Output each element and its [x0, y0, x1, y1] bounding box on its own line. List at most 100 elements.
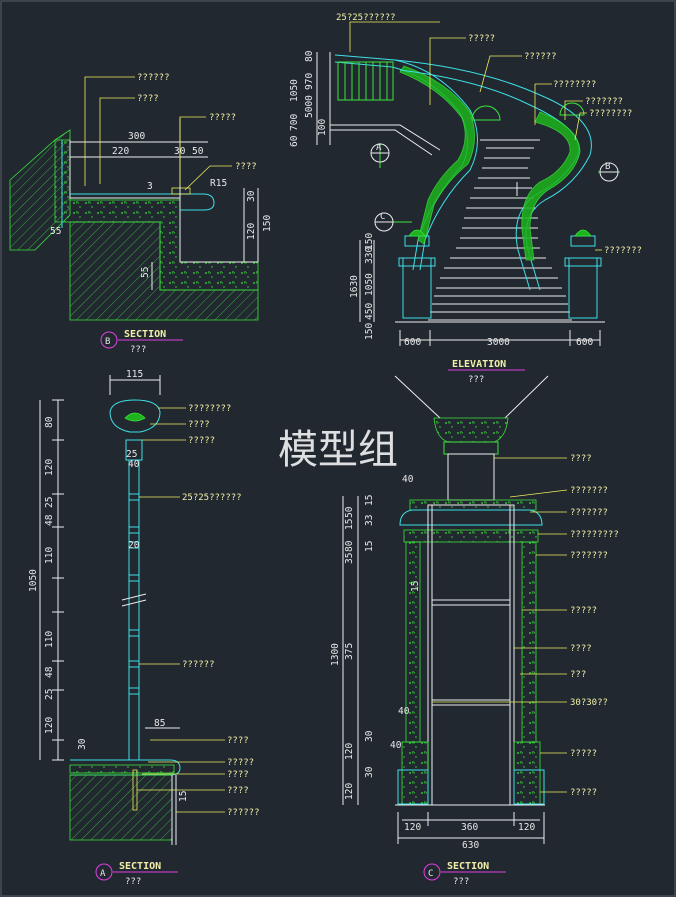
- section-c-dim-80: 80: [344, 540, 355, 552]
- elev-dim-100: 100: [317, 119, 328, 136]
- section-a-dim-40: 40: [128, 459, 140, 470]
- section-a-dim-20: 20: [128, 540, 140, 551]
- section-c-dim-in-30b: 30: [364, 766, 375, 778]
- section-c-note-1: ????: [570, 454, 592, 464]
- dim-300: 300: [128, 131, 145, 142]
- section-c-dim-in-40b: 40: [390, 740, 402, 751]
- section-b-note-3: ?????: [209, 113, 236, 123]
- dim-220: 220: [112, 146, 129, 157]
- section-a-dim-15: 15: [178, 791, 189, 802]
- section-b-subtitle: ???: [130, 345, 146, 355]
- elev-dim-1630: 1630: [349, 275, 360, 298]
- section-c-note-8: ???: [570, 670, 586, 680]
- section-c-drawing: [342, 375, 568, 844]
- elevation-title: ELEVATION: [452, 359, 506, 370]
- section-c-note-5: ???????: [570, 551, 608, 561]
- section-c-note-10: ?????: [570, 749, 597, 759]
- section-a-note-2: ????: [188, 420, 210, 430]
- elevation-marker-c: C: [374, 212, 394, 232]
- section-c-note-11: ?????: [570, 788, 597, 798]
- section-c-marker: C: [428, 869, 433, 879]
- elev-dim-700: 700: [289, 114, 300, 131]
- section-c-dim-in-30a: 30: [364, 730, 375, 742]
- svg-text:C: C: [380, 212, 385, 222]
- dim-55: 55: [50, 226, 61, 237]
- section-c-dim-in-40a: 40: [398, 706, 410, 717]
- elevation-note-7: ???????: [604, 246, 642, 256]
- section-c-subtitle: ???: [453, 877, 469, 887]
- section-c-dim-120a: 120: [344, 743, 355, 760]
- dim-50: 50: [192, 146, 204, 157]
- section-c-note-7: ????: [570, 644, 592, 654]
- section-a-dim-120b: 120: [44, 717, 55, 734]
- section-a-subtitle: ???: [125, 877, 141, 887]
- section-c-dim-630: 630: [462, 840, 479, 851]
- section-a-title: SECTION: [119, 861, 161, 872]
- section-c-dim-in-15c: 15: [410, 581, 421, 592]
- section-c-dim-1300: 1300: [330, 643, 341, 666]
- section-c-note-9: 30?30??: [570, 698, 608, 708]
- section-c-note-3: ???????: [570, 508, 608, 518]
- svg-text:B: B: [605, 162, 610, 172]
- elev-dim-150b: 150: [364, 233, 375, 250]
- elevation-note-5: ???????: [585, 97, 623, 107]
- section-c-dim-120-right: 120: [518, 822, 535, 833]
- section-c-dim-40-top: 40: [402, 474, 414, 485]
- section-c-title: SECTION: [447, 861, 489, 872]
- section-c-note-4: ?????????: [570, 530, 619, 540]
- section-c-dim-375: 375: [344, 643, 355, 660]
- section-a-note-5: ??????: [182, 660, 215, 670]
- section-a-dim-115: 115: [126, 369, 143, 380]
- elev-dim-150: 150: [364, 323, 375, 340]
- section-b-drawing: 300 220 30 50 55 3 R15 30 120 150 55: [9, 76, 273, 321]
- elevation-note-6: ????????: [589, 109, 632, 119]
- section-c-dim-15: 15: [344, 519, 355, 530]
- section-a-dim-80: 80: [44, 416, 55, 428]
- section-a-note-3: ?????: [188, 436, 215, 446]
- section-c-dim-120b: 120: [344, 783, 355, 800]
- section-c-title-block: C SECTION ???: [423, 861, 506, 887]
- section-b-title-block: B SECTION ???: [100, 329, 183, 355]
- elevation-subtitle: ???: [468, 375, 484, 385]
- elev-dim-330: 330: [364, 247, 375, 264]
- section-a-note-9: ????: [227, 786, 249, 796]
- section-a-dim-30: 30: [77, 738, 88, 750]
- dim-30-v: 30: [246, 190, 257, 202]
- elevation-marker-a: A: [370, 143, 390, 163]
- section-c-dim-in-33: 33: [364, 515, 375, 526]
- section-a-note-7: ?????: [227, 758, 254, 768]
- section-b-note-4: ????: [235, 162, 257, 172]
- elevation-note-2: ?????: [468, 34, 495, 44]
- dim-150-v: 150: [262, 215, 273, 232]
- elevation-note-1: 25?25??????: [336, 13, 396, 23]
- elevation-drawing: [316, 21, 620, 346]
- section-a-dim-85: 85: [154, 718, 165, 729]
- elevation-title-block: ELEVATION ???: [448, 359, 525, 385]
- dim-r15: R15: [210, 178, 227, 189]
- elev-dim-1050b: 1050: [364, 273, 375, 296]
- section-a-dim-110b: 110: [44, 631, 55, 648]
- section-a-title-block: A SECTION ???: [95, 861, 178, 887]
- elev-dim-600-right: 600: [576, 337, 593, 348]
- elev-dim-970: 970: [304, 73, 315, 90]
- section-a-note-10: ??????: [227, 808, 260, 818]
- section-b-title: SECTION: [124, 329, 166, 340]
- section-a-drawing: [39, 375, 225, 845]
- elevation-note-3: ??????: [524, 52, 557, 62]
- elev-dim-60: 60: [289, 135, 300, 147]
- dim-120-v: 120: [246, 223, 257, 240]
- section-c-note-6: ?????: [570, 606, 597, 616]
- elev-dim-80: 80: [304, 50, 315, 62]
- elev-dim-5000: 5000: [304, 95, 315, 118]
- watermark: 模型组: [278, 427, 398, 473]
- section-a-dim-25a: 25: [44, 497, 55, 508]
- section-a-dim-120: 120: [44, 459, 55, 476]
- section-a-note-8: ????: [227, 770, 249, 780]
- dim-3: 3: [147, 181, 153, 192]
- dim-55-v: 55: [140, 267, 151, 278]
- elevation-note-4: ????????: [553, 80, 596, 90]
- section-a-dim-25b: 25: [44, 689, 55, 700]
- section-c-dim-in-15b: 15: [364, 541, 375, 552]
